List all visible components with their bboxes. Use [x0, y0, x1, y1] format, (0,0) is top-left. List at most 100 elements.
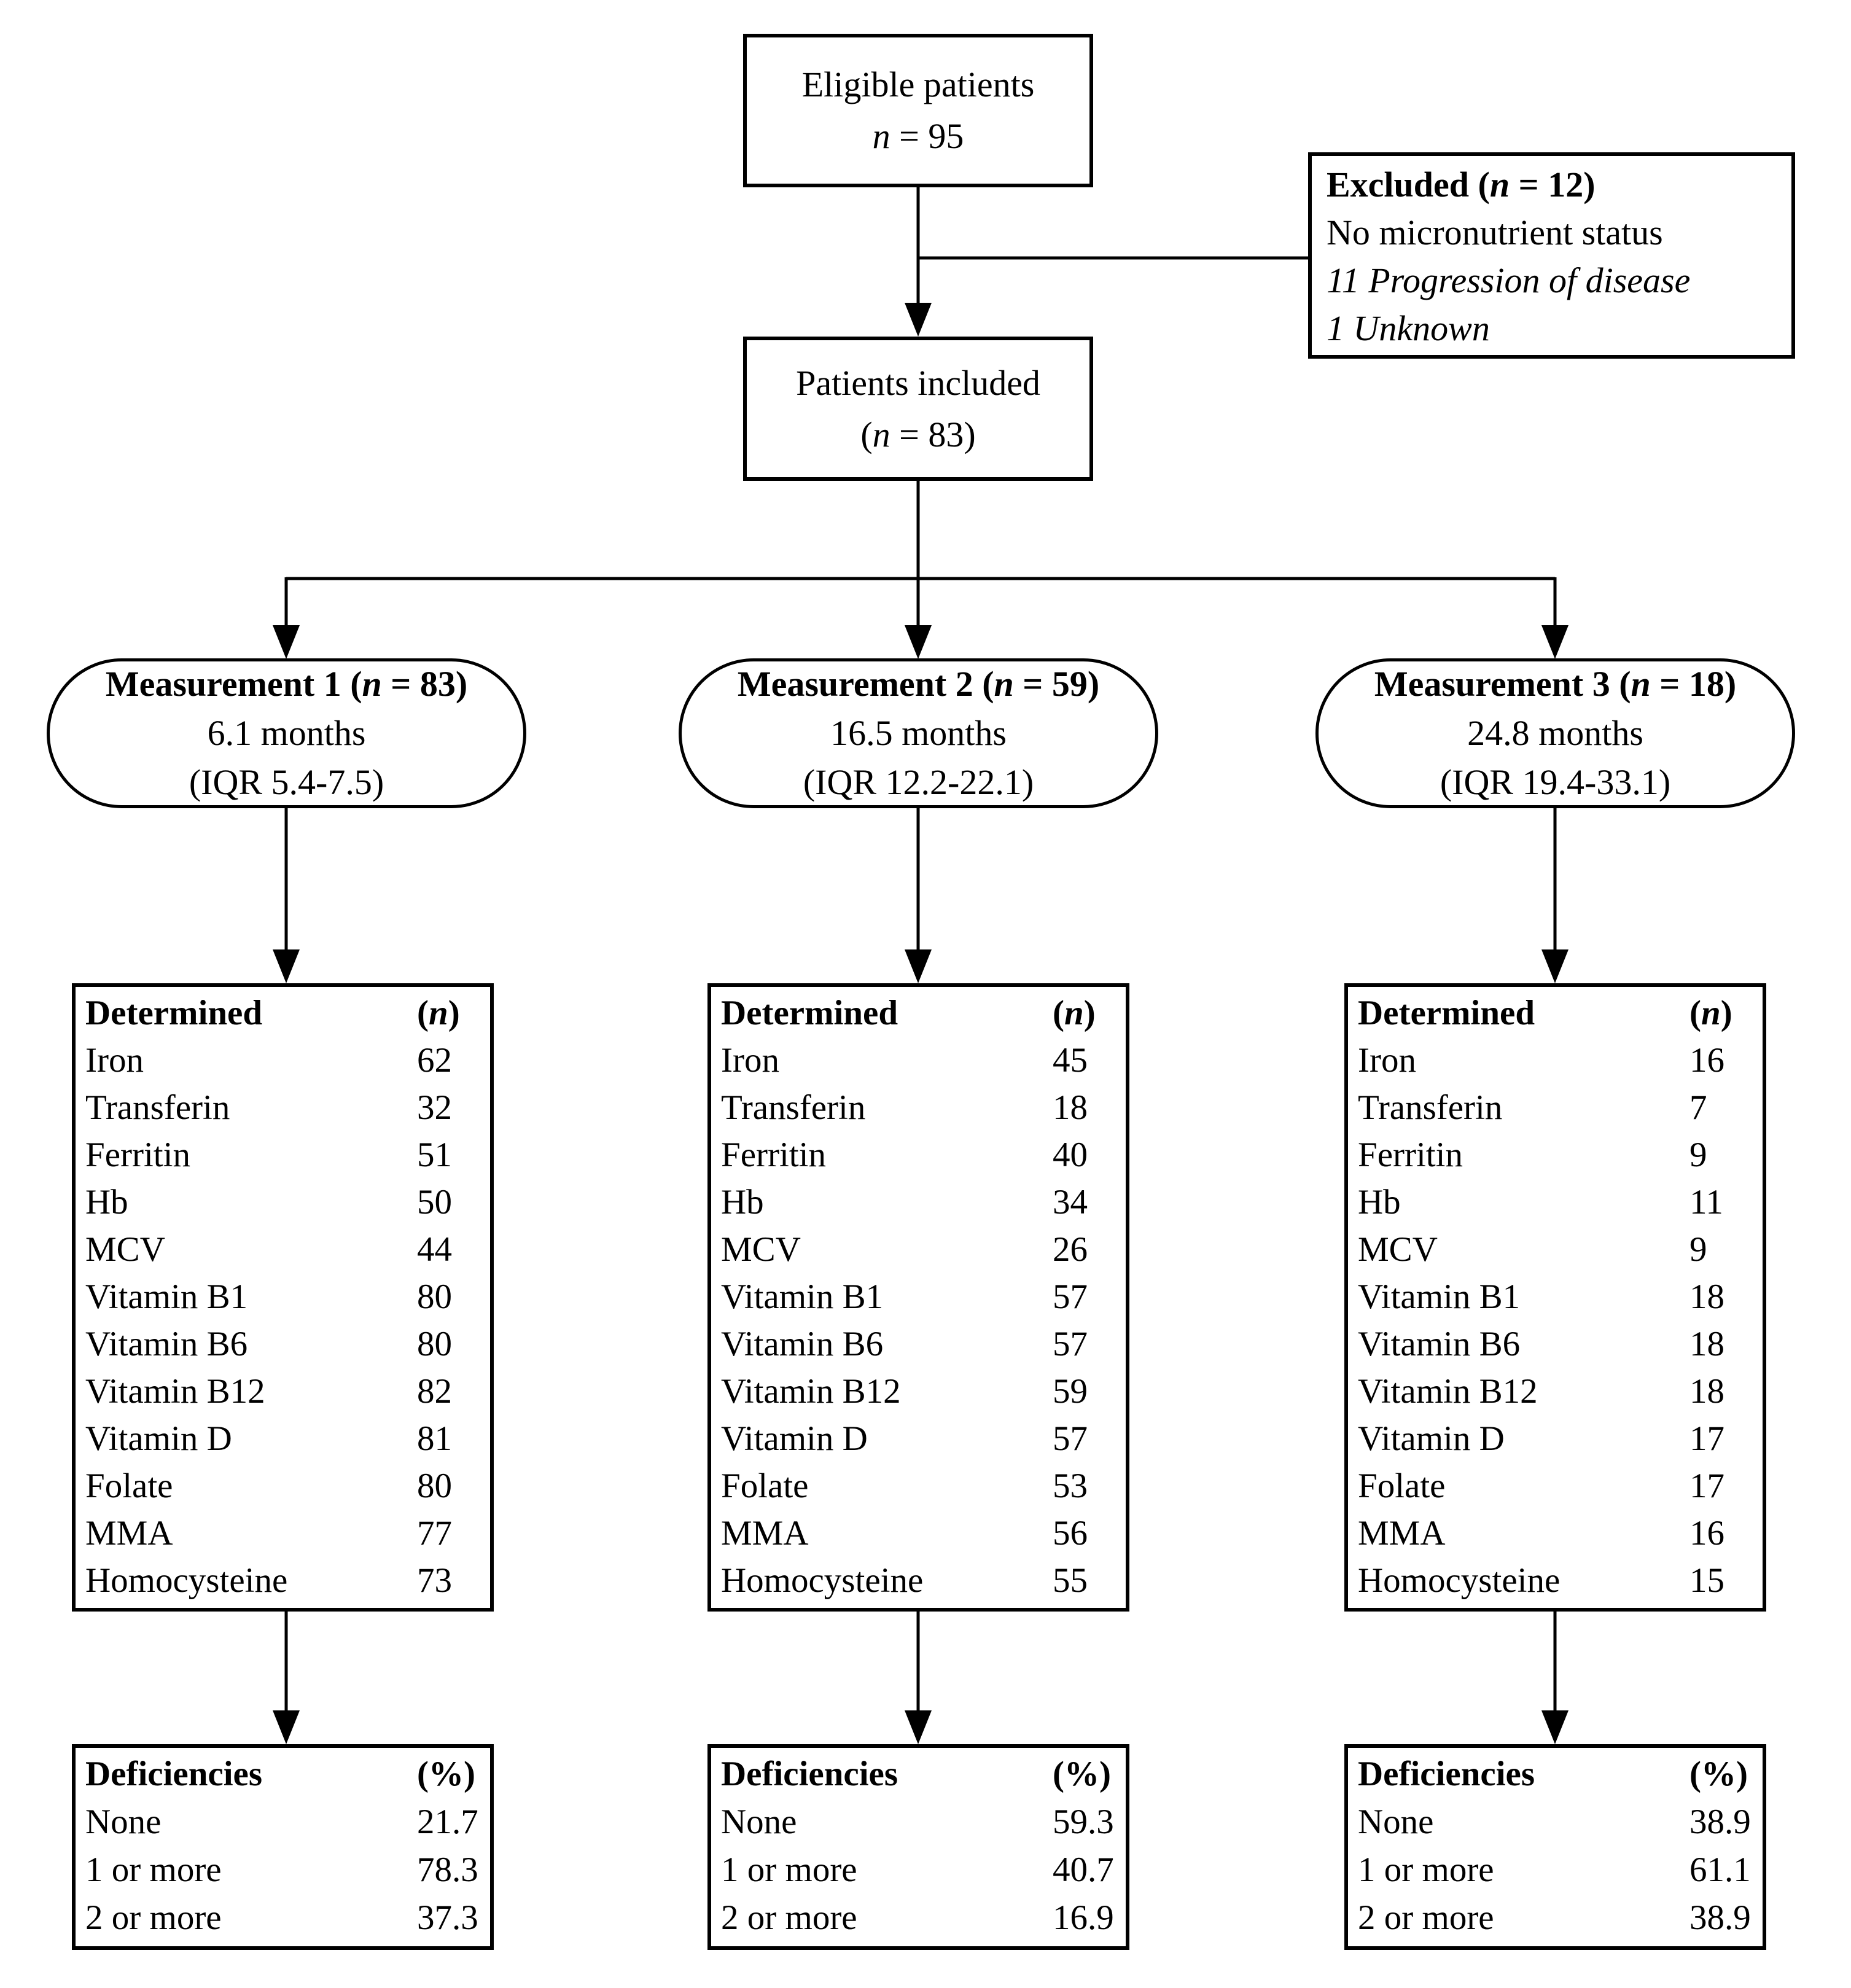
analyte-count: 26	[1053, 1230, 1088, 1269]
deficiency-label: None	[1358, 1803, 1434, 1841]
eligible-count: n = 95	[873, 111, 964, 162]
n-symbol: n	[1701, 994, 1721, 1032]
n-symbol: n	[1631, 664, 1651, 704]
deficiency-percent: 37.3	[417, 1898, 478, 1937]
determined-header-label: Determined	[85, 994, 263, 1032]
excluded-box: Excluded (n = 12) No micronutrient statu…	[1308, 152, 1795, 359]
analyte-count: 77	[417, 1514, 452, 1553]
analyte-label: Ferritin	[85, 1136, 190, 1174]
n-symbol: n	[872, 116, 890, 156]
determined-header-unit: (n)	[1689, 989, 1753, 1037]
excluded-reason-unknown: 1 Unknown	[1327, 308, 1490, 348]
analyte-count: 57	[1053, 1325, 1088, 1363]
analyte-label: Folate	[1358, 1467, 1446, 1505]
deficiencies-header-unit: (%)	[417, 1755, 475, 1793]
deficiency-percent: 59.3	[1053, 1803, 1114, 1841]
table-row: Vitamin B1 18	[1348, 1273, 1763, 1320]
excluded-title-post: = 12)	[1510, 165, 1596, 205]
analyte-count: 55	[1053, 1561, 1088, 1600]
analyte-count: 32	[417, 1088, 452, 1127]
table-row: 2 or more 38.9	[1348, 1894, 1763, 1942]
eligible-title: Eligible patients	[801, 64, 1035, 104]
table-header-row: Deficiencies (%)	[711, 1750, 1126, 1798]
paren-open: (	[1053, 994, 1064, 1032]
deficiency-label: 2 or more	[85, 1898, 222, 1937]
measurement-title: Measurement 2 (n = 59)	[738, 660, 1099, 709]
arrowhead-icon	[905, 949, 932, 983]
arrowhead-icon	[905, 303, 932, 337]
analyte-label: Transferin	[85, 1088, 230, 1127]
arrowhead-icon	[905, 625, 932, 659]
analyte-label: MMA	[721, 1514, 809, 1553]
analyte-label: Vitamin B6	[85, 1325, 248, 1363]
analyte-label: Transferin	[1358, 1088, 1503, 1127]
table-row: Transferin 32	[76, 1084, 490, 1131]
arrowhead-icon	[1541, 1710, 1568, 1744]
excluded-title: Excluded (n = 12)	[1327, 161, 1777, 209]
table-header-row: Determined (n)	[711, 989, 1126, 1037]
paren-close: )	[1083, 994, 1096, 1032]
analyte-label: Vitamin B12	[721, 1372, 901, 1411]
arrowhead-icon	[905, 1710, 932, 1744]
table-row: 2 or more 37.3	[76, 1894, 490, 1942]
measurement-months: 6.1 months	[207, 713, 366, 753]
determined-header-unit: (n)	[417, 989, 480, 1037]
measurement-title-pre: Measurement 1 (	[105, 664, 362, 704]
analyte-label: Vitamin D	[721, 1419, 868, 1458]
analyte-label: Vitamin B1	[85, 1277, 248, 1316]
analyte-count: 80	[417, 1325, 452, 1363]
n-symbol: n	[428, 994, 448, 1032]
analyte-count: 62	[417, 1041, 452, 1080]
analyte-label: Folate	[721, 1467, 809, 1505]
eligible-patients-box: Eligible patients n = 95	[743, 34, 1093, 187]
n-symbol: n	[362, 664, 382, 704]
analyte-count: 45	[1053, 1041, 1088, 1080]
deficiency-label: 2 or more	[1358, 1898, 1494, 1937]
paren-open: (	[1689, 994, 1701, 1032]
determined-header-label: Determined	[1358, 994, 1535, 1032]
analyte-count: 81	[417, 1419, 452, 1458]
analyte-label: Vitamin D	[1358, 1419, 1505, 1458]
paren-close: = 83)	[890, 414, 976, 454]
analyte-label: Vitamin B1	[1358, 1277, 1521, 1316]
measurement-2-node: Measurement 2 (n = 59) 16.5 months (IQR …	[679, 658, 1158, 808]
analyte-count: 16	[1689, 1514, 1724, 1553]
analyte-count: 56	[1053, 1514, 1088, 1553]
deficiency-percent: 38.9	[1689, 1898, 1751, 1937]
n-value: = 95	[890, 116, 964, 156]
measurement-title-post: = 59)	[1013, 664, 1100, 704]
analyte-label: Folate	[85, 1467, 173, 1505]
measurement-title-pre: Measurement 2 (	[737, 664, 994, 704]
n-symbol: n	[994, 664, 1014, 704]
analyte-count: 7	[1689, 1088, 1707, 1127]
analyte-count: 18	[1689, 1277, 1724, 1316]
deficiencies-header-label: Deficiencies	[721, 1755, 898, 1793]
analyte-label: Homocysteine	[85, 1561, 288, 1600]
analyte-label: Ferritin	[1358, 1136, 1463, 1174]
